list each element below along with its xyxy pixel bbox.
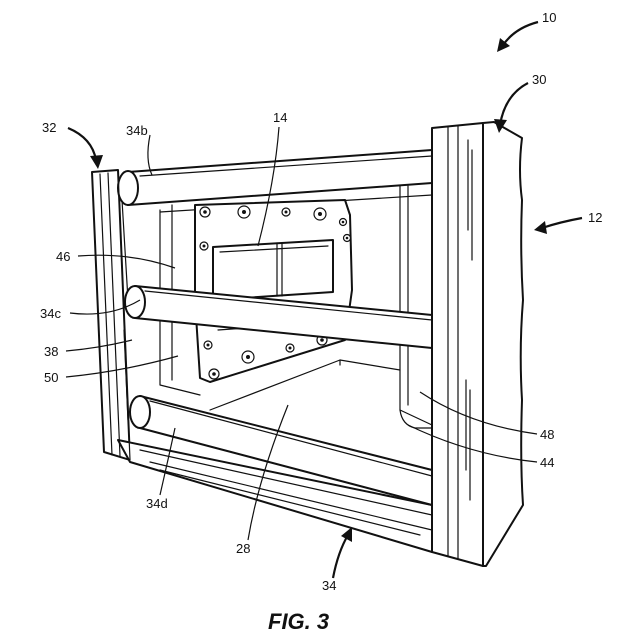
label-34b: 34b xyxy=(126,123,148,138)
rail-34b xyxy=(118,150,432,205)
label-50: 50 xyxy=(44,370,58,385)
right-end-panel xyxy=(432,122,523,566)
arrow-34 xyxy=(333,527,352,578)
label-12: 12 xyxy=(588,210,602,225)
label-38: 38 xyxy=(44,344,58,359)
label-30: 30 xyxy=(532,72,546,87)
label-48: 48 xyxy=(540,427,554,442)
label-32: 32 xyxy=(42,120,56,135)
label-10: 10 xyxy=(542,10,556,25)
label-14: 14 xyxy=(273,110,287,125)
label-34: 34 xyxy=(322,578,336,593)
label-34c: 34c xyxy=(40,306,61,321)
arrow-32 xyxy=(68,128,103,169)
figure-caption: FIG. 3 xyxy=(268,609,329,634)
label-44: 44 xyxy=(540,455,554,470)
mounting-plate xyxy=(195,200,352,382)
label-46: 46 xyxy=(56,249,70,264)
label-28: 28 xyxy=(236,541,250,556)
arrow-10 xyxy=(497,22,538,52)
arrow-30 xyxy=(494,83,528,133)
arrow-12 xyxy=(534,218,582,234)
label-34d: 34d xyxy=(146,496,168,511)
